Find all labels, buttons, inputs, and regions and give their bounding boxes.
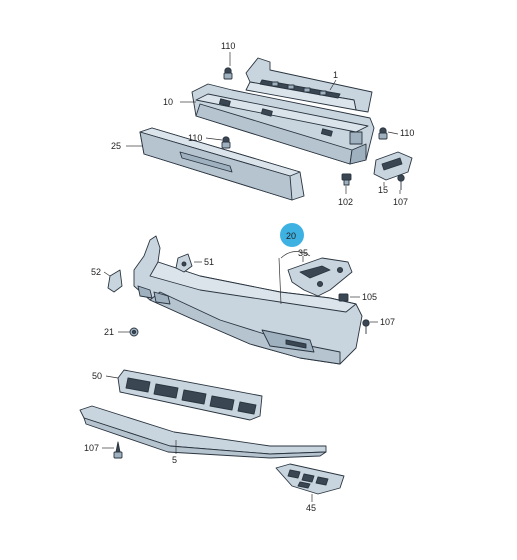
callout-110-mid[interactable]: 110 [188,133,202,143]
callout-25[interactable]: 25 [111,141,121,151]
callout-20[interactable]: 20 [286,231,296,241]
part-5-spoiler[interactable] [79,405,327,459]
callout-110-top[interactable]: 110 [221,41,235,51]
part-1-upper-bracket[interactable] [245,57,373,113]
part-10-crossmember[interactable] [191,83,375,165]
callout-51[interactable]: 51 [204,257,214,267]
bolt-110-mid[interactable] [221,136,231,149]
callout-107-top[interactable]: 107 [393,197,408,207]
bolt-110-right[interactable] [378,127,388,140]
screw-107-mid[interactable] [362,319,370,334]
callout-110-right[interactable]: 110 [400,128,414,138]
bolt-110-top[interactable] [223,67,233,80]
nut-102[interactable] [341,173,352,186]
part-45-small-grille[interactable] [275,463,345,495]
part-35-guide-profile[interactable] [287,257,353,297]
callout-52[interactable]: 52 [91,267,101,277]
callout-45[interactable]: 45 [306,503,316,513]
part-50-lower-grille[interactable] [117,369,263,421]
clip-21[interactable] [129,327,139,337]
callout-15[interactable]: 15 [378,185,388,195]
part-52-tow-cap[interactable] [107,269,123,293]
callout-107-low[interactable]: 107 [84,443,99,453]
leader-lines [102,52,401,502]
part-51-cap[interactable] [175,253,193,273]
callout-35[interactable]: 35 [298,248,308,258]
callout-10[interactable]: 10 [163,97,173,107]
callout-102[interactable]: 102 [338,197,353,207]
screw-107-top[interactable] [397,174,405,190]
callout-21[interactable]: 21 [104,327,114,337]
part-20-bumper-cover[interactable] [133,235,363,365]
callout-5[interactable]: 5 [172,455,177,465]
clip-105[interactable] [338,293,349,302]
callout-105[interactable]: 105 [362,292,377,302]
part-15-guide-bracket[interactable] [373,151,413,181]
callout-1[interactable]: 1 [333,70,338,80]
screw-107-low[interactable] [113,441,123,459]
callout-50[interactable]: 50 [92,371,102,381]
part-25-energy-absorber[interactable] [139,127,305,201]
callout-20-highlight[interactable] [280,223,304,247]
callout-107-mid[interactable]: 107 [380,317,395,327]
